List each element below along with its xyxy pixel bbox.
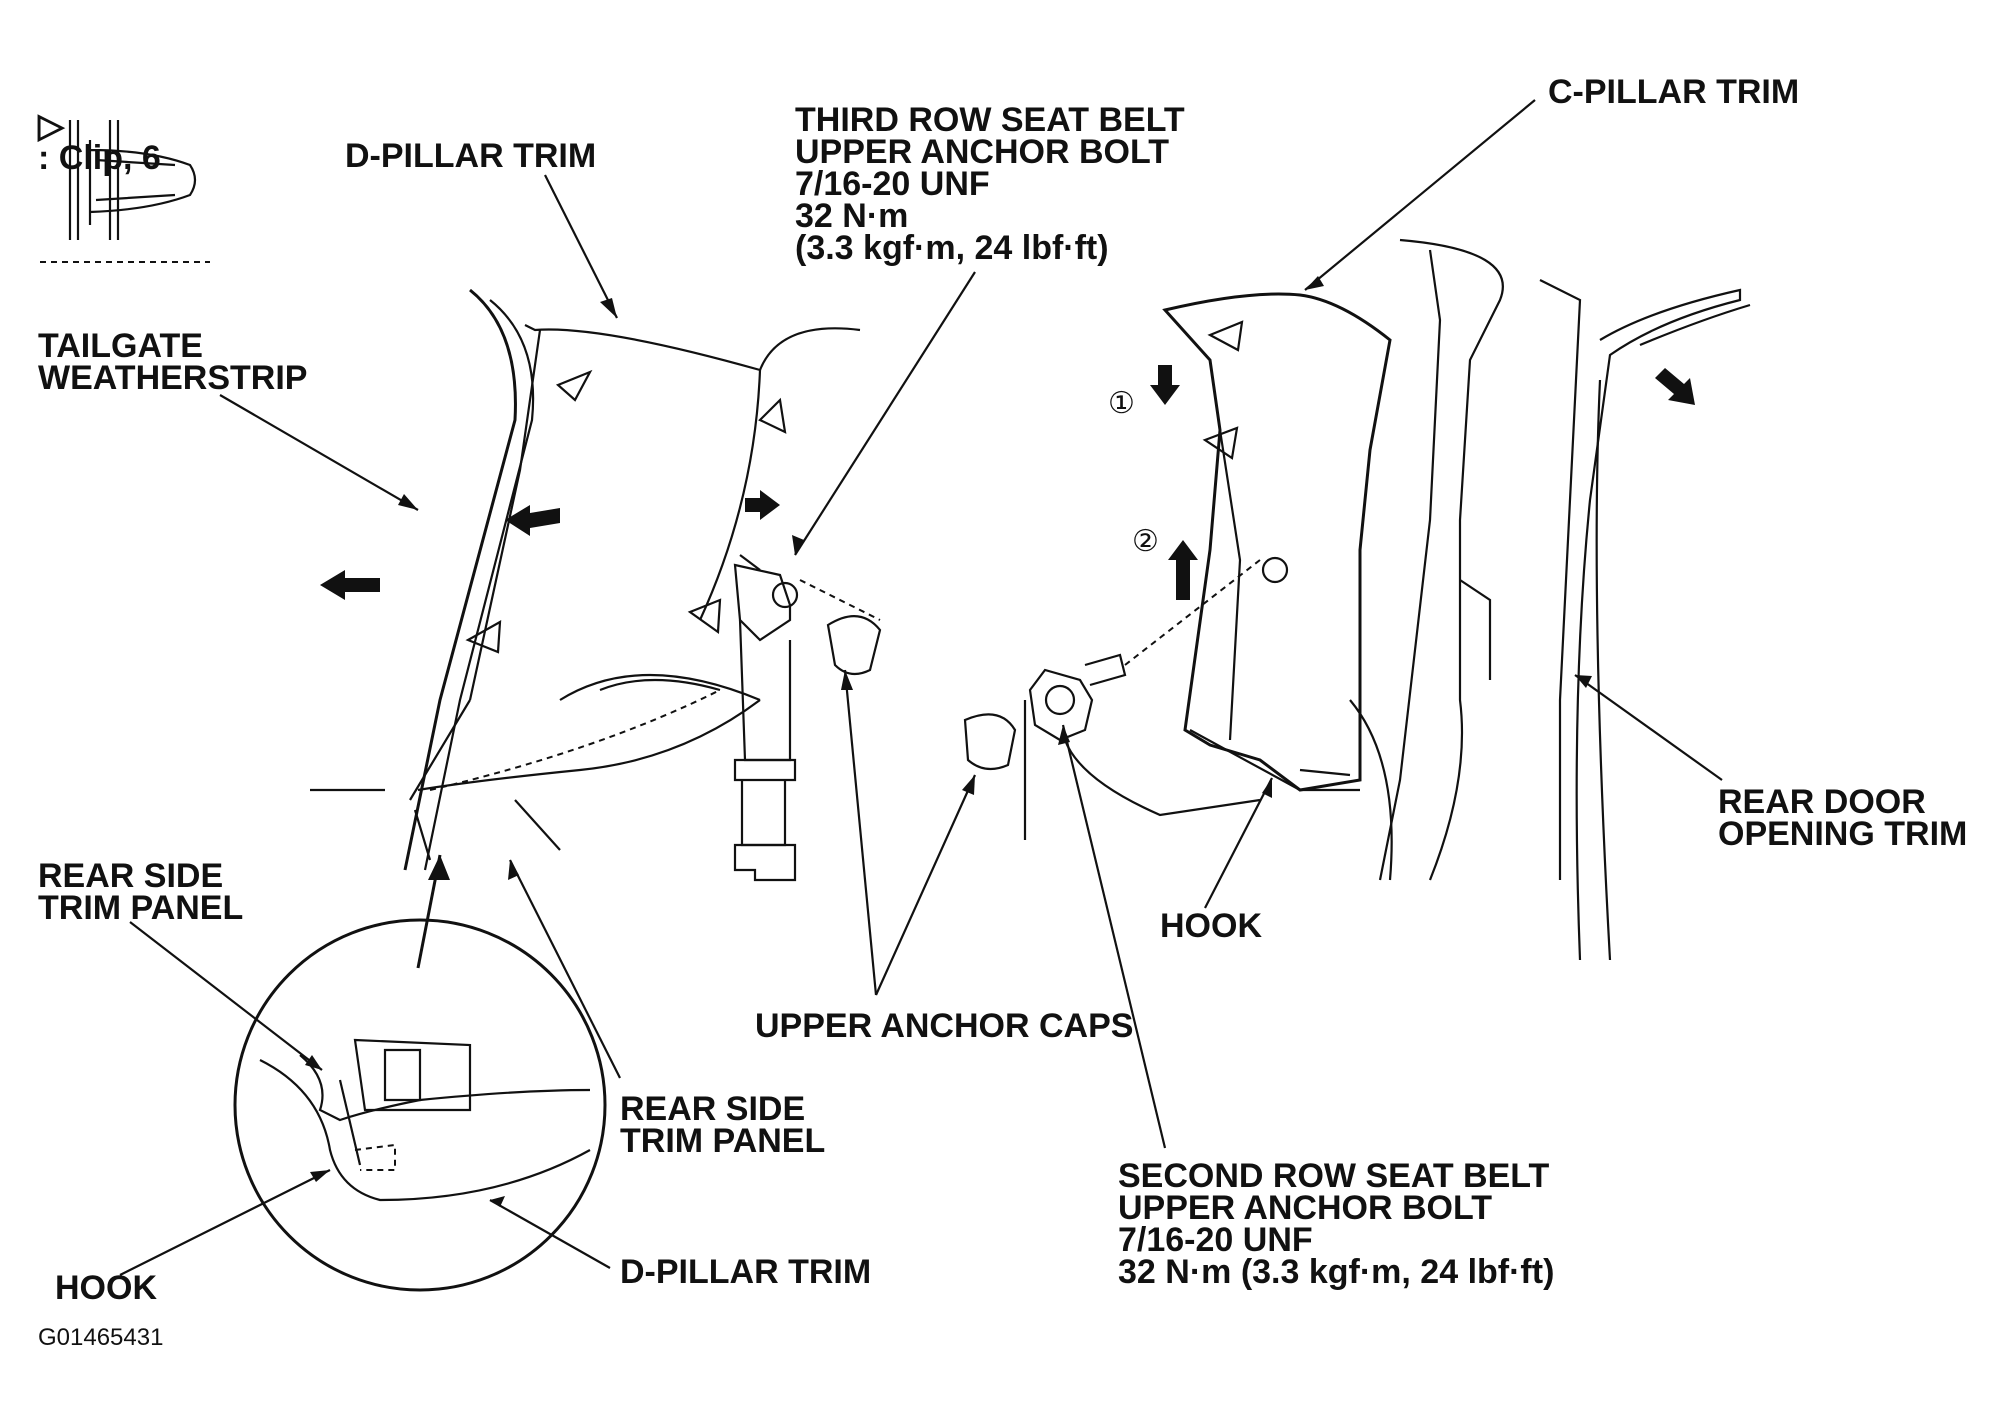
body-pillar-right — [1349, 238, 1751, 961]
third-row-belt-and-bolt — [733, 554, 882, 882]
leader-lines — [119, 99, 1723, 1276]
label-c-pillar-trim: C-PILLAR TRIM — [1548, 73, 1800, 111]
step-2-marker: ② — [1132, 525, 1159, 558]
label-upper-anchor-caps: UPPER ANCHOR CAPS — [755, 1007, 1134, 1045]
label-rear-side-trim-panel-mid: REAR SIDE TRIM PANEL — [620, 1090, 826, 1160]
label-d-pillar-trim-top: D-PILLAR TRIM — [345, 137, 597, 175]
label-rear-door-opening-trim: REAR DOOR OPENING TRIM — [1718, 783, 1968, 853]
clip-detail-icon — [40, 120, 210, 263]
figure-id: G01465431 — [38, 1324, 164, 1351]
direction-arrows — [320, 365, 1695, 600]
label-d-pillar-trim-bottom: D-PILLAR TRIM — [620, 1253, 872, 1291]
label-third-row-bolt: THIRD ROW SEAT BELT UPPER ANCHOR BOLT 7/… — [795, 101, 1185, 267]
magnifier-detail — [233, 918, 607, 1292]
clip-legend: ▷ : Clip, 6 — [38, 78, 161, 177]
label-tailgate-weatherstrip: TAILGATE WEATHERSTRIP — [38, 327, 308, 397]
clip-triangle-icon: ▷ — [38, 107, 65, 145]
clip-legend-text: : Clip, 6 — [38, 139, 161, 177]
label-hook-left: HOOK — [55, 1269, 157, 1307]
c-pillar-trim-shape — [1162, 292, 1392, 792]
label-hook-right: HOOK — [1160, 907, 1262, 945]
second-row-belt-and-bolt — [963, 559, 1261, 840]
d-pillar-assembly — [310, 288, 861, 871]
label-second-row-bolt: SECOND ROW SEAT BELT UPPER ANCHOR BOLT 7… — [1118, 1157, 1555, 1291]
label-rear-side-trim-panel-left: REAR SIDE TRIM PANEL — [38, 857, 244, 927]
clip-triangles-left — [465, 369, 787, 654]
step-1-marker: ① — [1108, 387, 1135, 420]
leader-arrowheads — [305, 276, 1592, 1207]
